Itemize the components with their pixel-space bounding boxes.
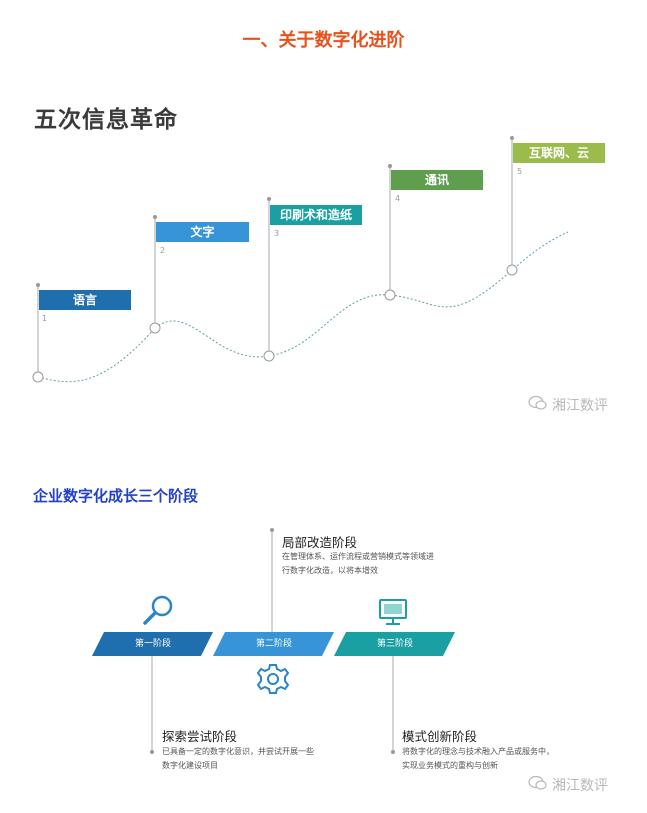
stage-bar-1	[92, 632, 213, 656]
watermark-text: 湘江数评	[552, 398, 608, 414]
milestone-dot-1	[32, 371, 44, 383]
flag-number-2: 2	[160, 246, 166, 255]
gear-icon	[256, 664, 290, 694]
stages-graphic	[92, 528, 455, 754]
milestone-dot-3	[263, 350, 275, 362]
monitor-icon	[379, 599, 407, 625]
stage3-desc-line2: 实现业务模式的重构与创新	[402, 761, 498, 770]
flag-writing: 文字	[156, 222, 249, 242]
stage-bar-3	[334, 632, 455, 656]
growth-curve	[37, 231, 569, 383]
milestone-dot-2	[149, 322, 161, 334]
stage2-heading: 局部改造阶段	[282, 535, 358, 550]
flag-number-4: 4	[395, 194, 401, 203]
stages-title: 企业数字化成长三个阶段	[33, 487, 199, 505]
flag-language: 语言	[39, 290, 131, 310]
wechat-icon	[528, 395, 548, 415]
flag-printing: 印刷术和造纸	[270, 205, 362, 225]
flag-internet-cloud: 互联网、云	[513, 143, 605, 163]
stage1-desc-line1: 已具备一定的数字化意识，并尝试开展一些	[162, 747, 314, 756]
flag-number-3: 3	[274, 229, 280, 238]
watermark: 湘江数评	[528, 775, 608, 795]
watermark-text: 湘江数评	[552, 778, 608, 794]
stage1-heading: 探索尝试阶段	[162, 729, 238, 744]
stage1-desc-line2: 数字化建设项目	[162, 761, 218, 770]
page-title: 一、关于数字化进阶	[242, 30, 405, 51]
stage3-heading: 模式创新阶段	[402, 729, 478, 744]
revolutions-title: 五次信息革命	[34, 107, 178, 133]
stage-bar-2	[213, 632, 334, 656]
watermark: 湘江数评	[528, 395, 608, 415]
search-icon	[143, 595, 173, 625]
wechat-icon	[528, 775, 548, 795]
milestone-dot-5	[506, 264, 518, 276]
stage2-desc-line1: 在管理体系、运作流程或营销模式等领域进	[282, 552, 434, 561]
stage3-desc-line1: 将数字化的理念与技术融入产品或服务中，	[402, 747, 554, 756]
stage2-desc-line2: 行数字化改造，以将本增效	[282, 566, 378, 575]
milestone-dot-4	[384, 289, 396, 301]
flag-number-5: 5	[517, 167, 523, 176]
stage-bar-label-1: 第一阶段	[134, 639, 171, 649]
flag-communication: 通讯	[391, 170, 483, 190]
stage-bar-label-2: 第二阶段	[255, 639, 292, 649]
stage-bar-label-3: 第三阶段	[376, 639, 413, 649]
flag-number-1: 1	[42, 314, 48, 323]
revolutions-curve-graphic	[32, 136, 569, 383]
